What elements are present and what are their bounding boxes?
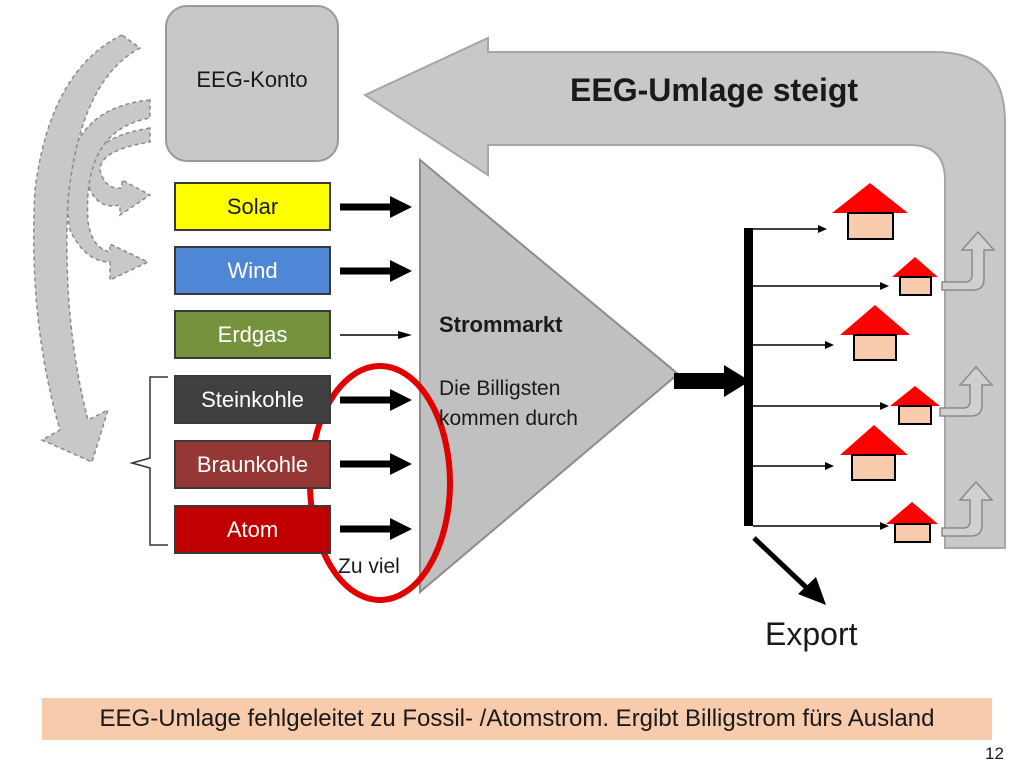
source-solar-label: Solar: [226, 193, 279, 219]
source-braunkohle-box: Braunkohle: [174, 440, 331, 489]
strommarkt-subtitle: Die Billigsten kommen durch: [439, 377, 578, 430]
house-uplink-arrows: [939, 230, 996, 537]
source-wind-label: Wind: [227, 257, 278, 283]
house-small-2: [890, 386, 940, 425]
house-large-2: [840, 305, 910, 361]
footer-banner: EEG-Umlage fehlgeleitet zu Fossil- /Atom…: [42, 698, 992, 740]
source-solar-box: Solar: [174, 182, 331, 231]
house-large-1: [832, 183, 908, 240]
footer-text: EEG-Umlage fehlgeleitet zu Fossil- /Atom…: [99, 705, 935, 732]
source-steinkohle-box: Steinkohle: [174, 375, 331, 424]
eeg-konto-box: EEG-Konto: [165, 5, 339, 162]
market-output-arrow-shaft: [674, 373, 728, 389]
eeg-konto-label: EEG-Konto: [196, 66, 308, 92]
source-atom-box: Atom: [174, 505, 331, 554]
distribution-branches: [753, 228, 880, 527]
eeg-umlage-title: EEG-Umlage steigt: [570, 72, 859, 108]
fossil-bracket: [129, 376, 168, 546]
strommarkt-triangle: [419, 157, 680, 595]
source-wind-box: Wind: [174, 246, 331, 295]
export-arrow-head: [798, 577, 826, 605]
export-arrow-shaft: [752, 536, 812, 593]
strommarkt-title: Strommarkt: [439, 312, 563, 337]
source-erdgas-box: Erdgas: [174, 310, 331, 359]
house-small-1: [892, 257, 938, 296]
source-erdgas-label: Erdgas: [217, 321, 288, 347]
distribution-bar: [744, 228, 753, 526]
source-braunkohle-label: Braunkohle: [196, 451, 309, 477]
source-atom-label: Atom: [226, 516, 279, 542]
house-large-3: [840, 425, 908, 481]
market-output-arrow-head: [724, 365, 750, 397]
umlage-return-arrow: [362, 36, 1006, 549]
input-arrows: [340, 196, 412, 540]
distribution-arrowheads: [818, 225, 889, 530]
surplus-label: Zu viel: [338, 555, 400, 578]
page-number: 12: [985, 744, 1004, 763]
house-small-3: [886, 502, 938, 543]
export-label: Export: [765, 616, 858, 652]
source-steinkohle-label: Steinkohle: [201, 386, 304, 412]
konto-to-fossil-arrow: [32, 34, 142, 464]
